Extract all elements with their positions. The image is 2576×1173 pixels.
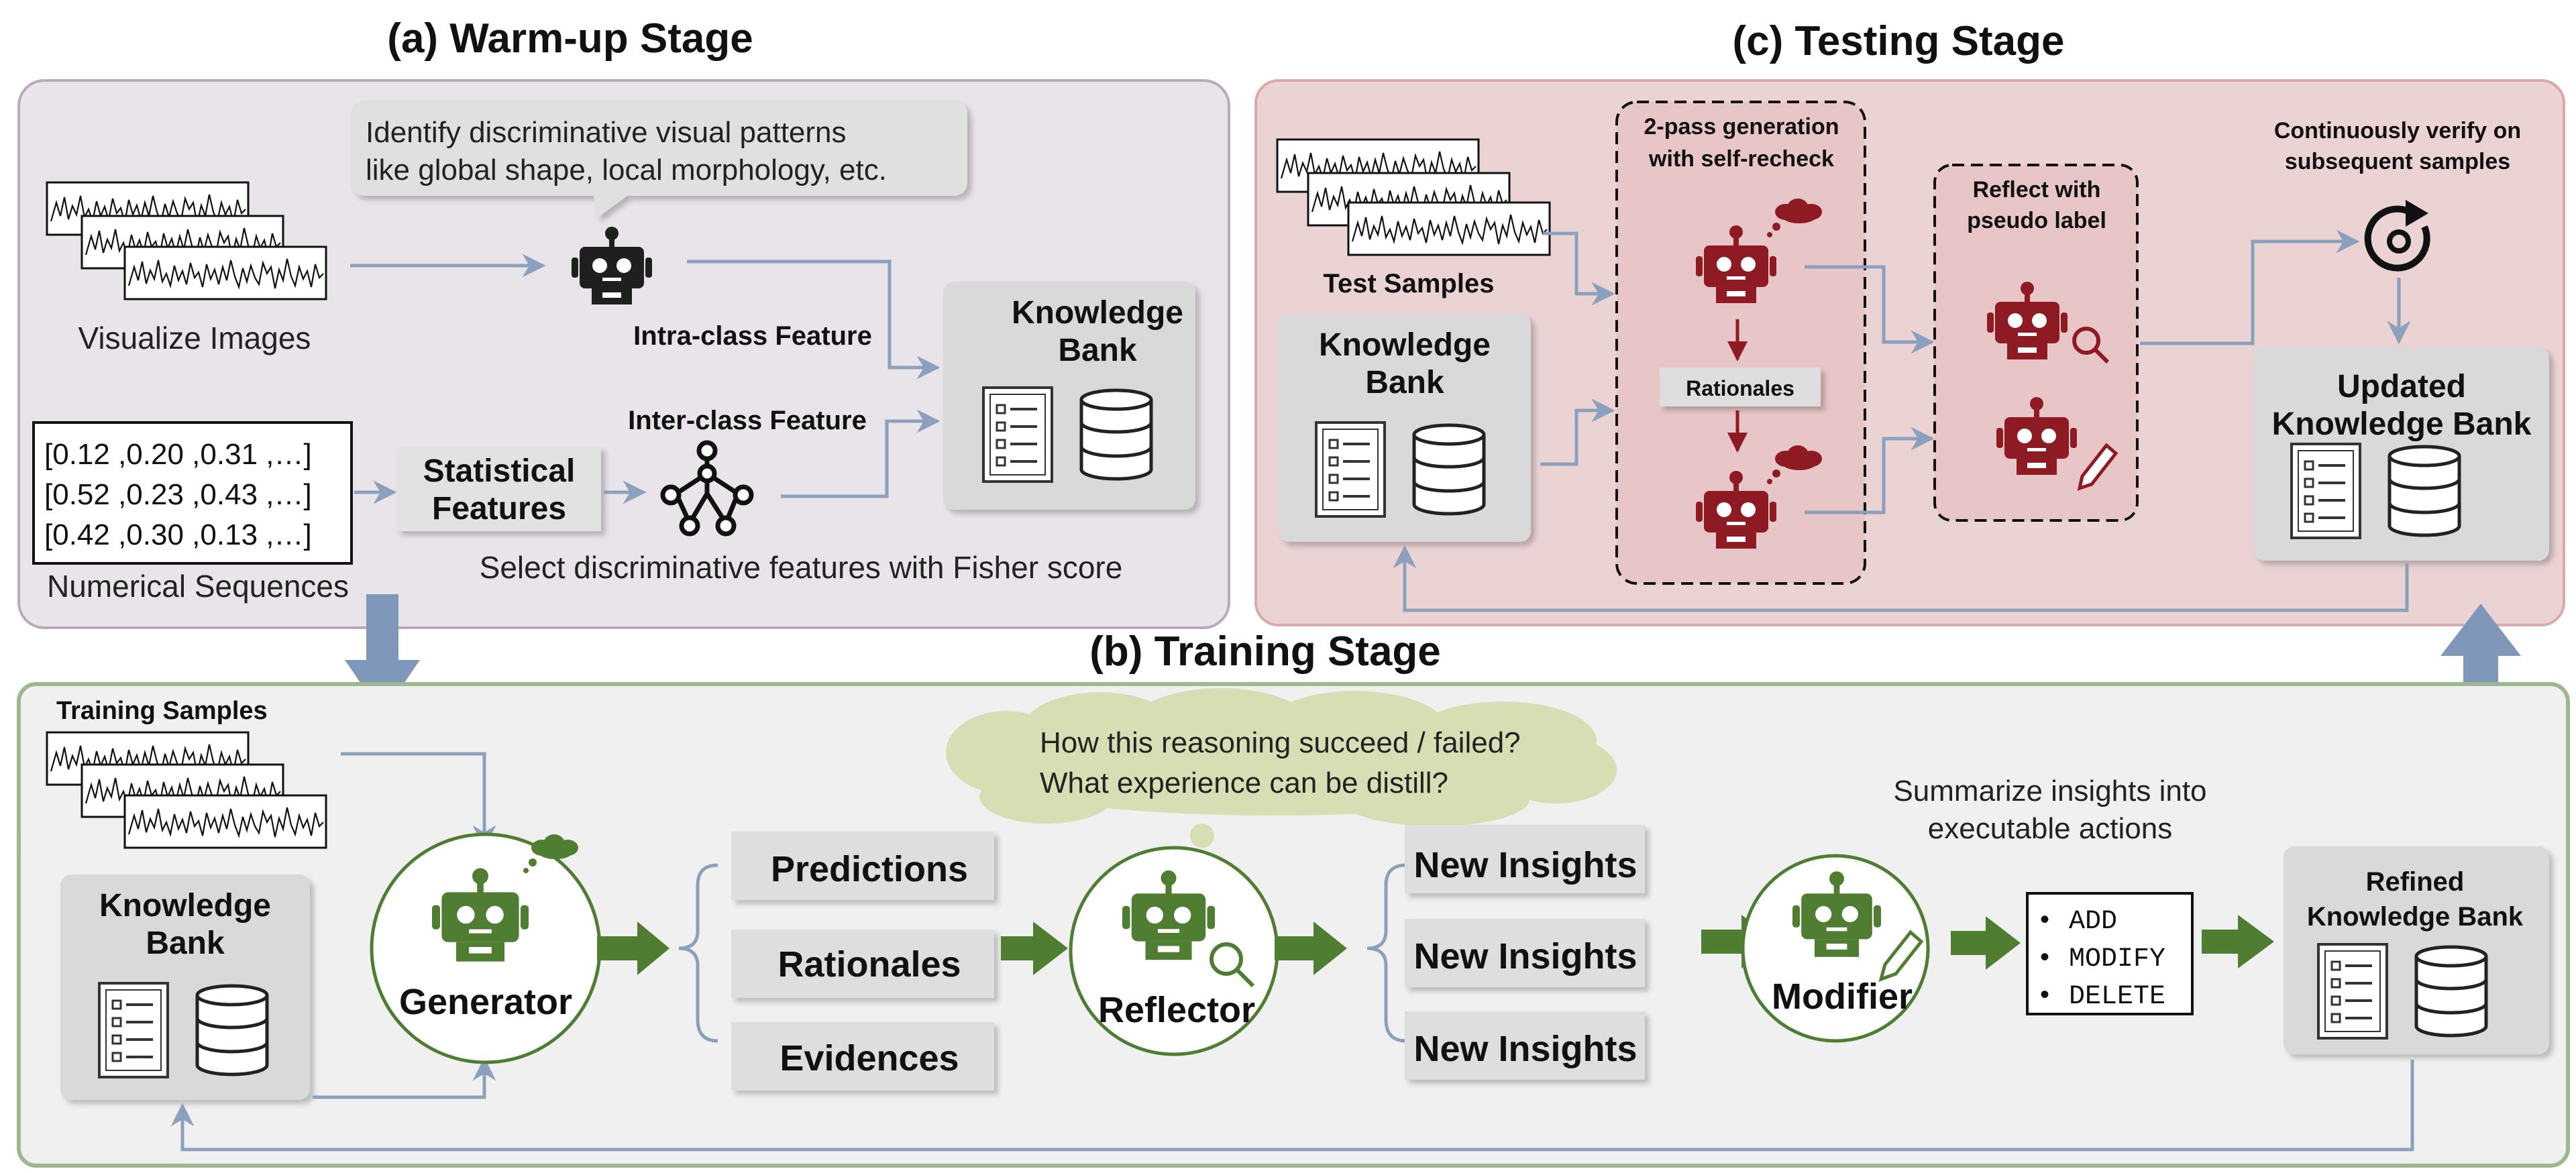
brace-outputs (678, 863, 718, 1043)
verify-line-1: Continuously verify on (2274, 118, 2521, 144)
statistical-features-box (397, 447, 601, 531)
arrow-samples-to-generator (341, 752, 496, 849)
magnifier-icon (2072, 327, 2110, 364)
insight-label: New Insights (1413, 1029, 1637, 1069)
arrow-updated-loop (1393, 545, 2409, 612)
arrow-kb-to-twopass (1540, 398, 1615, 466)
reflect-line-2: pseudo label (1967, 208, 2106, 233)
insight-label: New Insights (1413, 936, 1637, 976)
warmup-knowledge-bank: Knowledge Bank (943, 282, 1195, 510)
generator-label: Generator (399, 982, 572, 1022)
visualize-label: Visualize Images (78, 321, 311, 355)
insight-label: New Insights (1413, 845, 1637, 885)
green-arrow-outputs (1001, 921, 1068, 975)
evidences-label: Evidences (780, 1038, 959, 1078)
question-cloud: How this reasoning succeed / failed? Wha… (946, 688, 1617, 864)
action-modify: • MODIFY (2037, 944, 2165, 974)
insight-box: New Insights (1405, 1011, 1645, 1080)
rationales-box (1660, 368, 1821, 406)
sequences-label: Numerical Sequences (47, 569, 349, 604)
testing-title: (c) Testing Stage (1733, 18, 2065, 64)
insight-box: New Insights (1405, 919, 1645, 987)
stat-line-2: Features (432, 491, 566, 526)
testing-kb-line-2: Bank (1365, 365, 1444, 400)
refined-knowledge-bank: Refined Knowledge Bank (2284, 846, 2549, 1054)
reflector-label: Reflector (1098, 990, 1255, 1030)
action-add: • ADD (2037, 907, 2117, 937)
verify-line-2: subsequent samples (2285, 149, 2510, 174)
arrow-refined-loop (170, 1060, 2414, 1152)
brace-insights (1366, 863, 1407, 1043)
reflect-line-1: Reflect with (1973, 177, 2101, 203)
arrow-training-to-testing (2440, 604, 2521, 718)
rationales-output-label: Rationales (777, 944, 961, 985)
action-delete: • DELETE (2037, 982, 2165, 1012)
training-title: (b) Training Stage (1089, 628, 1441, 675)
training-kb-line-1: Knowledge (99, 888, 271, 924)
test-samples-label: Test Samples (1324, 269, 1495, 298)
sequence-box: [0.12 ,0.20 ,0.31 ,…] [0.52 ,0.23 ,0.43 … (32, 421, 353, 565)
feature-graph-icon (660, 440, 754, 537)
arrow-reflect-to-verify (2140, 229, 2360, 345)
arrow-intra-to-kb (687, 260, 941, 380)
actions-box: • ADD • MODIFY • DELETE (2026, 892, 2194, 1015)
training-panel (17, 682, 2570, 1168)
arrow-test-to-twopass (1543, 231, 1615, 306)
green-arrow-reflector (1275, 921, 1347, 975)
warmup-kb-line-1: Knowledge (1012, 295, 1183, 331)
training-samples-label: Training Samples (56, 697, 268, 725)
intra-class-label: Intra-class Feature (633, 321, 872, 351)
two-pass-line-1: 2-pass generation (1644, 114, 1839, 139)
magnifier-icon (1210, 942, 1255, 988)
green-arrow-generator (597, 921, 669, 975)
speech-bubble: Identify discriminative visual patterns … (351, 101, 967, 218)
training-kb-line-2: Bank (146, 926, 225, 961)
generator-node: Generator (370, 832, 602, 1064)
summarize-line-2: executable actions (1928, 812, 2172, 845)
insight-box: New Insights (1405, 825, 1645, 893)
refined-line-1: Refined (2366, 867, 2465, 897)
stat-line-1: Statistical (423, 453, 576, 489)
green-arrow-modifier (1951, 916, 2021, 970)
fisher-label: Select discriminative features with Fish… (480, 550, 1123, 585)
speech-line-1: Identify discriminative visual patterns (366, 116, 847, 149)
updated-line-2: Knowledge Bank (2272, 406, 2532, 442)
seq-row-1: [0.12 ,0.20 ,0.31 ,…] (44, 438, 312, 471)
arrow-inter-to-kb (781, 409, 941, 498)
two-pass-line-2: with self-recheck (1648, 146, 1834, 172)
output-predictions: Predictions (731, 832, 994, 900)
green-arrow-actions (2202, 915, 2274, 968)
predictions-label: Predictions (771, 849, 968, 889)
output-rationales: Rationales (731, 930, 994, 998)
cloud-line-1: How this reasoning succeed / failed? (1040, 726, 1521, 759)
inter-class-label: Inter-class Feature (628, 406, 867, 435)
updated-knowledge-bank: Updated Knowledge Bank (2254, 347, 2549, 561)
updated-line-1: Updated (2337, 369, 2466, 404)
testing-panel (1254, 79, 2565, 626)
warmup-title: (a) Warm-up Stage (387, 15, 753, 62)
rationales-label: Rationales (1686, 376, 1794, 400)
arrow-kb-to-generator (313, 1057, 496, 1099)
testing-knowledge-bank: Knowledge Bank (1279, 314, 1531, 542)
summarize-line-1: Summarize insights into (1893, 775, 2206, 807)
reflector-node: Reflector (1069, 846, 1279, 1056)
training-knowledge-bank: Knowledge Bank (60, 875, 310, 1100)
refined-line-2: Knowledge Bank (2307, 902, 2524, 932)
output-evidences: Evidences (731, 1022, 994, 1091)
refresh-icon (2364, 200, 2430, 272)
speech-line-2: like global shape, local morphology, etc… (366, 154, 887, 186)
modifier-label: Modifier (1772, 976, 1913, 1017)
testing-kb-line-1: Knowledge (1319, 327, 1491, 363)
seq-row-2: [0.52 ,0.23 ,0.43 ,…] (44, 478, 312, 511)
seq-row-3: [0.42 ,0.30 ,0.13 ,…] (44, 518, 312, 551)
arrow-pass1-to-reflect (1805, 265, 1935, 354)
cloud-line-2: What experience can be distill? (1040, 767, 1448, 799)
modifier-node: Modifier (1741, 854, 1930, 1043)
pencil-icon (1878, 930, 1924, 982)
arrow-pass2-to-reflect (1805, 427, 1935, 514)
pencil-icon (2077, 443, 2118, 491)
warmup-kb-line-2: Bank (1058, 333, 1137, 368)
